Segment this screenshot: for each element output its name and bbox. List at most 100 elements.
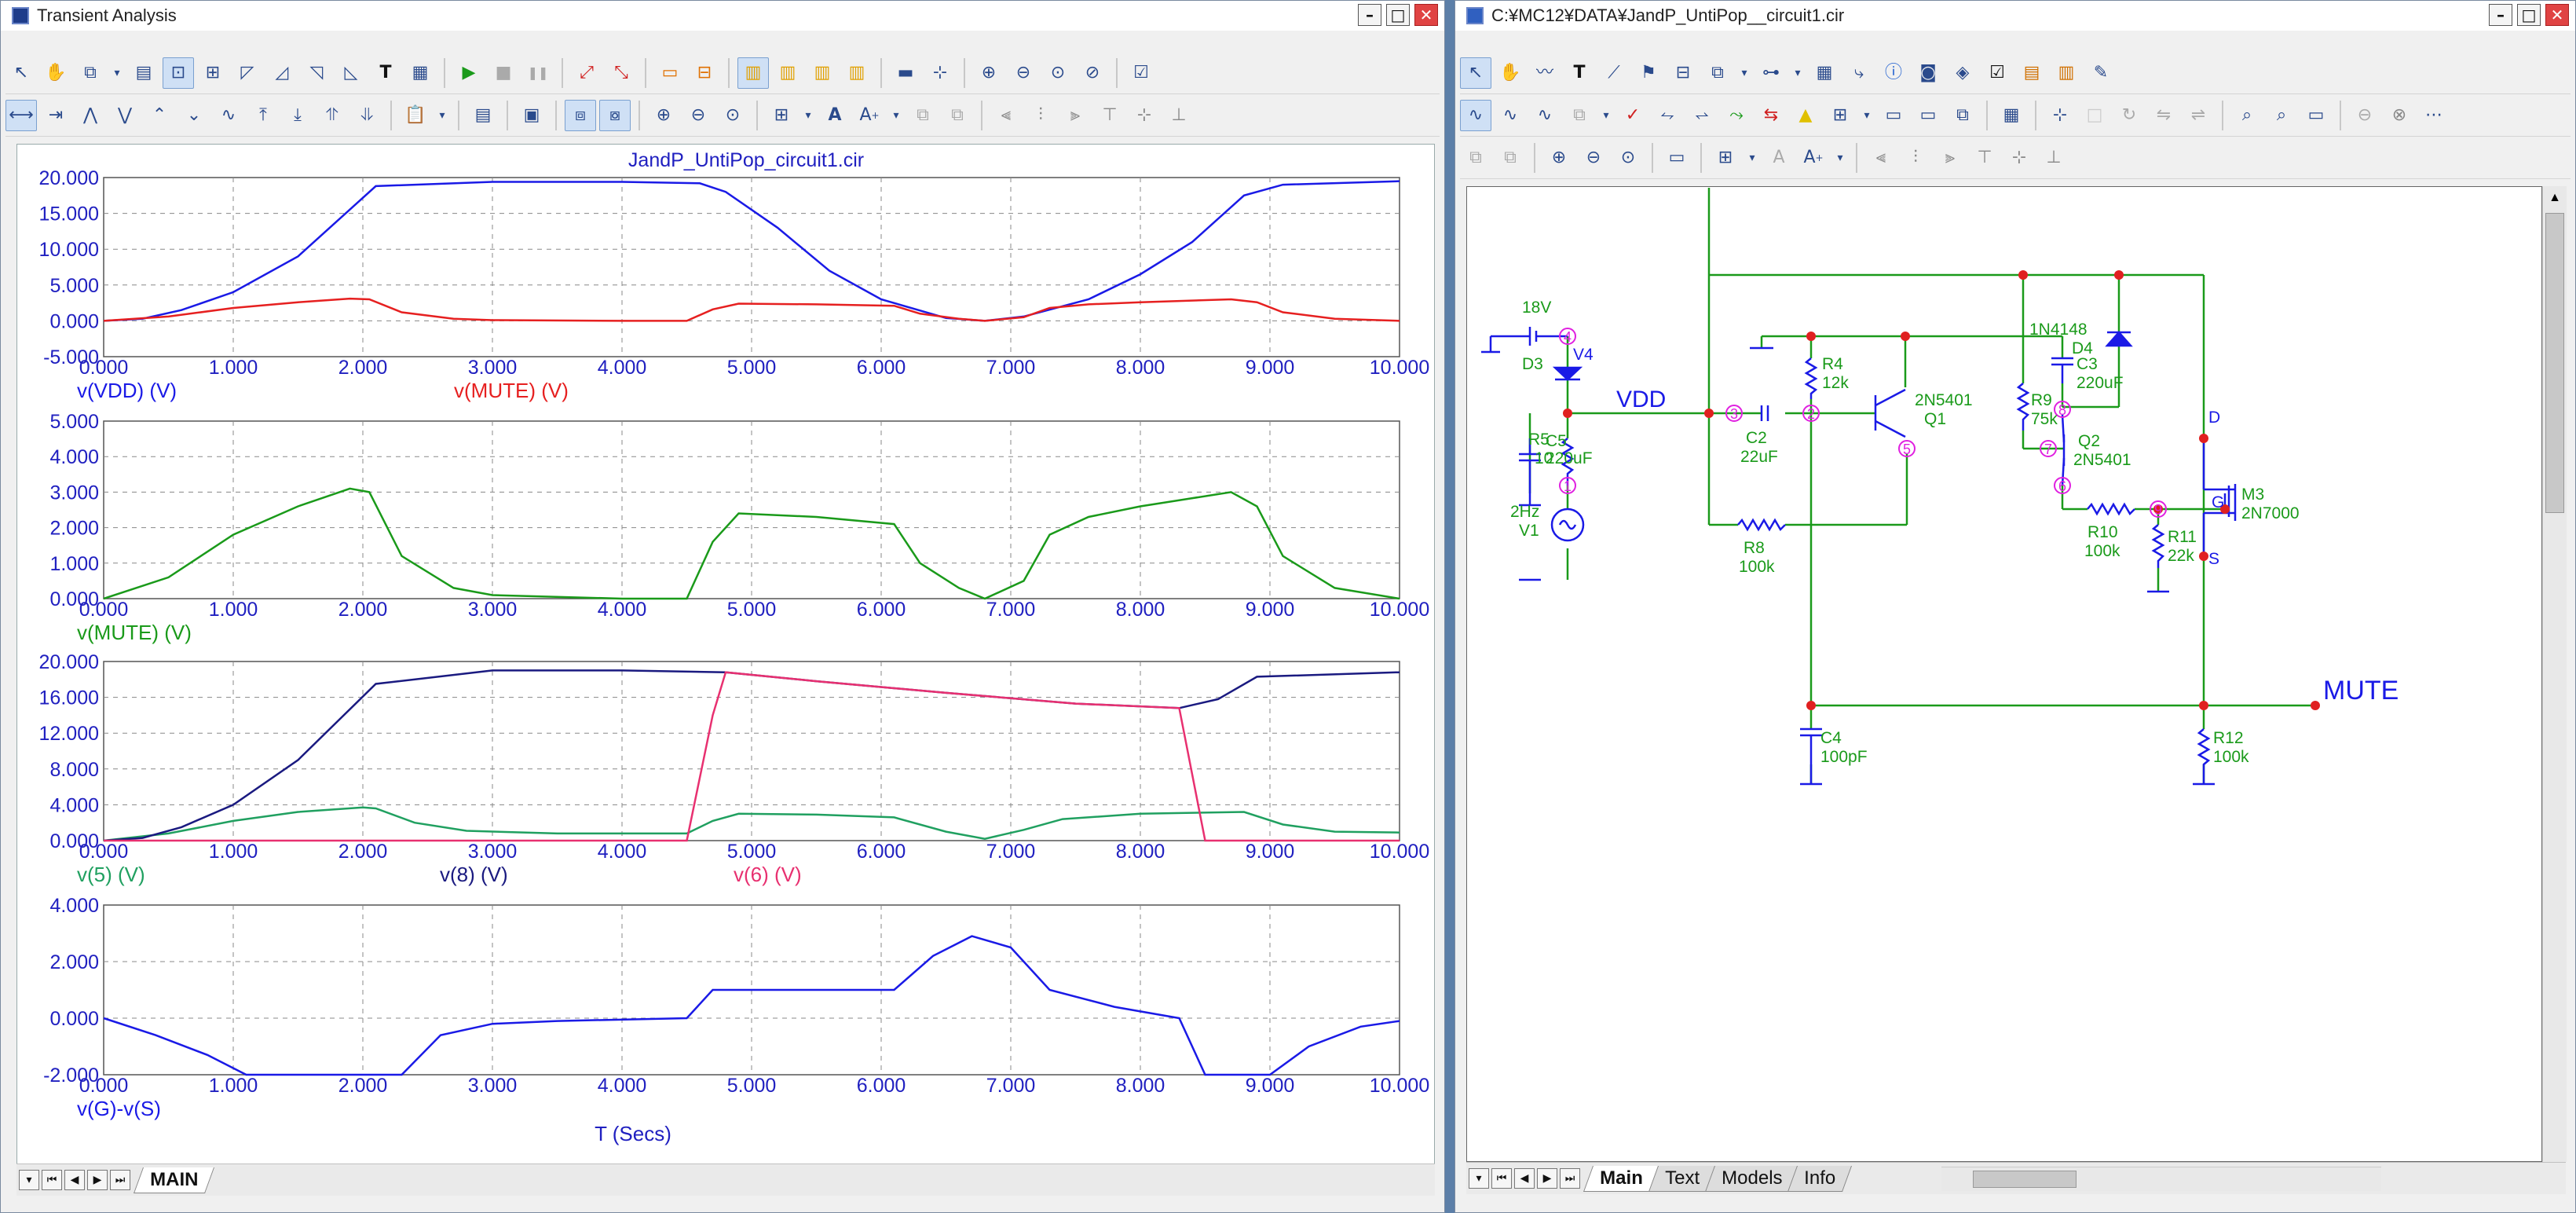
high-icon[interactable]: ⌃ [152,105,167,125]
schematic-zoom-fit-icon[interactable]: ⊙ [1620,148,1636,167]
horizontal-icon[interactable]: ▬ [897,63,914,82]
crosshair-icon[interactable]: ⊹ [932,63,948,82]
page-next-icon[interactable]: ▭ [2307,105,2325,125]
align-middle-icon[interactable]: ⊹ [1136,105,1152,125]
hand-icon[interactable]: ✋ [1499,63,1521,82]
s-nav-prev-button[interactable]: ◀ [1514,1168,1535,1189]
zoom-rect-icon[interactable]: ⊡ [163,57,194,89]
layout-b-icon[interactable]: ▥ [779,63,796,82]
copy-icon[interactable]: ⧉ [1573,105,1586,125]
select-mode-icon[interactable]: ↖ [1460,57,1491,89]
s-nav-first-button[interactable]: ⏮ [1491,1168,1512,1189]
text-icon[interactable]: T [1573,63,1586,82]
layout-d-icon[interactable]: ▥ [848,63,865,82]
schematic-zoom-in-icon[interactable]: ⊕ [1551,148,1567,167]
s-align-left-icon[interactable]: ⫷ [1875,148,1886,167]
settings-icon[interactable]: ✎ [2093,63,2109,82]
redraw-icon[interactable]: ▭ [1668,148,1685,167]
analysis-c-icon[interactable]: ∿ [1537,105,1553,125]
grid-2-icon[interactable]: ⊞ [774,105,789,125]
s-align-right-icon[interactable]: ⫸ [1945,148,1956,167]
tile-icon[interactable]: ⊟ [697,63,712,82]
cancel-icon[interactable]: ⊗ [2391,105,2407,125]
scroll-up-icon[interactable]: ▲ [2549,191,2561,204]
erase-icon[interactable]: ⤢ [580,63,594,82]
page-icon[interactable]: ▭ [1885,105,1902,125]
analysis-a-icon[interactable]: ∿ [1460,100,1491,131]
minimize-button[interactable]: – [1358,4,1381,26]
align-bottom-icon[interactable]: ⊥ [1171,105,1187,125]
schematic-zoom-out-icon[interactable]: ⊖ [1586,148,1601,167]
ungroup-icon[interactable]: ⧉ [951,105,964,125]
fit-icon[interactable]: ⧈ [565,100,596,131]
align-top-icon[interactable]: ⊤ [1102,105,1118,125]
cursor-valley-icon[interactable]: ◿ [275,63,289,82]
cursor-mode-icon[interactable]: ⟷ [5,100,37,131]
tab-info[interactable]: Info [1787,1165,1853,1192]
scroll-thumb[interactable] [2545,213,2564,513]
flip-x-icon[interactable]: ⇋ [2156,105,2172,125]
warning-icon[interactable]: ▲ [1798,105,1813,125]
fit-x-icon[interactable]: ⧇ [599,100,631,131]
cursor-peak-icon[interactable]: ◸ [240,63,254,82]
tab-schematic-main[interactable]: Main [1583,1165,1659,1192]
top-icon[interactable]: ⥣ [326,105,338,125]
tolerance-icon[interactable]: ⇆ [1763,105,1779,125]
animate-icon[interactable]: ▣ [523,105,540,125]
low-icon[interactable]: ⌄ [186,105,202,125]
font-icon[interactable]: A [828,105,842,125]
rotate-icon[interactable]: ↻ [2121,105,2137,125]
font-size-icon[interactable]: A+ [859,105,880,125]
schematic-grid-dropdown-icon[interactable]: ▾ [1749,152,1755,164]
horizontal-scrollbar[interactable] [1941,1166,2382,1191]
page-2-icon[interactable]: ▭ [1919,105,1937,125]
component-icon[interactable]: ⧉ [1711,63,1724,82]
pin-icon[interactable]: ⤡ [614,63,628,82]
component-dropdown-icon[interactable]: ▾ [1741,67,1747,79]
down-icon[interactable]: ⊖ [2357,105,2373,125]
info-icon[interactable]: ⓘ [1884,63,1902,82]
schematic-title-bar[interactable]: C:¥MC12¥DATA¥JandP_UntiPop__circuit1.cir… [1455,1,2575,31]
show-icon[interactable]: ▤ [2023,63,2040,82]
attribute-icon[interactable]: ◈ [1956,63,1970,82]
layout-c-icon[interactable]: ▥ [814,63,831,82]
find-icon[interactable]: ⌕ [2241,105,2252,125]
sweep-icon[interactable]: ⥊ [1660,105,1674,125]
tab-models[interactable]: Models [1704,1165,1799,1192]
dup-2-icon[interactable]: ⧉ [1504,148,1517,167]
s-nav-next-button[interactable]: ▶ [1537,1168,1557,1189]
cursor-next-icon[interactable]: ⇥ [48,105,64,125]
schematic-font-icon[interactable]: A [1773,148,1785,167]
preferences-icon[interactable]: ☑ [1133,63,1149,82]
scale-icon[interactable]: ⧉ [84,63,97,82]
plot-area[interactable]: JandP_UntiPop_circuit1.cir T (Secs) 0.00… [16,144,1435,1165]
vertical-scrollbar[interactable]: ▲ [2542,186,2567,1162]
valley-icon[interactable]: ⋁ [117,105,133,125]
s-align-middle-icon[interactable]: ⊹ [2011,148,2027,167]
page-3-icon[interactable]: ⧉ [1956,105,1969,125]
zoom-fit-2-icon[interactable]: ⊙ [725,105,741,125]
inflect-icon[interactable]: ∿ [221,105,236,125]
zoom-fit-icon[interactable]: ⊙ [1050,63,1066,82]
grid-3-dropdown-icon[interactable]: ▾ [1864,109,1870,122]
schematic-maximize-button[interactable]: □ [2517,4,2541,26]
pan-hand-icon[interactable]: ✋ [45,63,67,82]
dup-icon[interactable]: ⧉ [1469,148,1482,167]
line-icon[interactable]: ⟋ [1608,63,1620,82]
s-align-bottom-icon[interactable]: ⊥ [2046,148,2062,167]
bottom-icon[interactable]: ⥥ [360,105,373,125]
probe-2-icon[interactable]: ⤳ [1729,105,1744,125]
node-dropdown-icon[interactable]: ▾ [1795,67,1801,79]
zoom-out-2-icon[interactable]: ⊖ [690,105,706,125]
title-bar[interactable]: Transient Analysis – □ ✕ [1,1,1444,31]
more-icon[interactable]: ⋯ [2425,105,2442,125]
schematic-minimize-button[interactable]: – [2489,4,2512,26]
cursor-high-icon[interactable]: ◹ [309,63,324,82]
dropdown-grid-icon[interactable]: ▾ [805,109,811,122]
properties-icon[interactable]: ▦ [412,63,429,82]
schematic-font-dropdown-icon[interactable]: ▾ [1837,152,1843,164]
pause-icon[interactable]: ❚❚ [527,65,549,80]
maximize-button[interactable]: □ [1386,4,1410,26]
schematic-font-size-icon[interactable]: A+ [1803,148,1824,167]
s-nav-dropdown-button[interactable]: ▾ [1469,1168,1489,1189]
